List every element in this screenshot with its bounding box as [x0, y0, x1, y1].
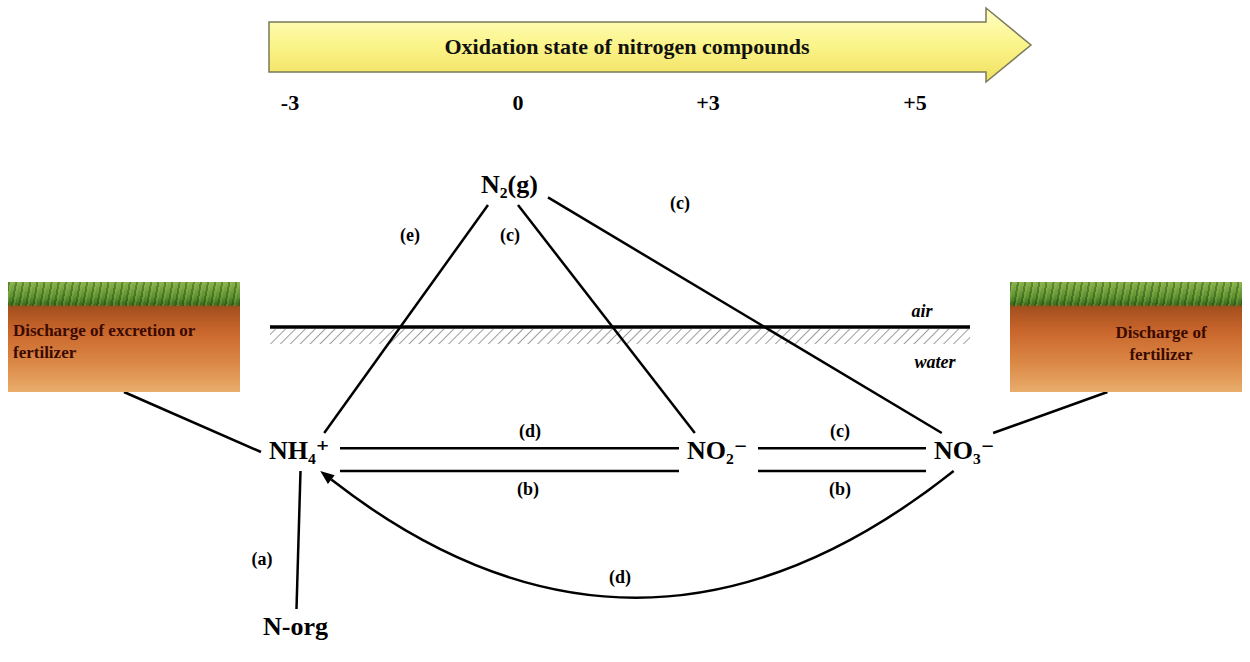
soil-picture: Discharge of excretion or fertilizer	[8, 282, 240, 392]
air-water-line	[270, 325, 970, 329]
process-letter: (c)	[828, 421, 852, 443]
process-letter: (b)	[827, 479, 853, 501]
oxidation-arrow: Oxidation state of nitrogen compounds	[268, 6, 1034, 84]
oxidation-value: +5	[903, 90, 927, 116]
compound-node: NH₄⁺	[261, 433, 340, 471]
compound-formula: NO₃⁻	[926, 433, 1003, 469]
process-letter: (c)	[668, 193, 692, 215]
arrow-line	[340, 470, 679, 473]
oxidation-value: 0	[513, 90, 524, 116]
flow-arrow	[758, 448, 926, 449]
process-letter: (c)	[498, 225, 522, 247]
oxidation-value: +3	[696, 90, 720, 116]
flow-arrow	[320, 471, 953, 598]
arrow-line	[324, 205, 488, 433]
arrow-head	[320, 471, 334, 484]
flow-arrow	[518, 205, 695, 433]
discharge-text: Discharge of fertilizer	[1086, 322, 1236, 366]
soil-picture: Discharge of fertilizer	[1010, 282, 1242, 392]
discharge-text: Discharge of excretion or fertilizer	[13, 320, 218, 364]
arrow-line	[297, 471, 301, 609]
medium-label: air	[911, 301, 932, 322]
flow-arrow	[324, 205, 488, 433]
flow-arrow	[340, 471, 679, 472]
arrow-line	[548, 197, 942, 433]
compound-formula: NO₂⁻	[679, 433, 756, 469]
compound-node: NO₂⁻	[679, 433, 758, 471]
process-letter: (b)	[515, 479, 541, 501]
compound-formula: NH₄⁺	[261, 433, 338, 469]
flow-arrow	[758, 471, 926, 472]
arrow-line	[518, 205, 695, 433]
flow-arrow	[297, 471, 301, 609]
arrow-line	[331, 471, 953, 598]
flow-arrow	[548, 197, 942, 433]
compound-node: N₂(g)	[473, 167, 548, 205]
oxidation-value: -3	[281, 90, 299, 116]
arrow-line	[993, 392, 1107, 433]
arrow-line	[758, 447, 926, 450]
process-letter: (a)	[250, 549, 275, 571]
flow-arrow	[340, 448, 679, 449]
arrow-line	[340, 447, 679, 450]
arrow-line	[124, 392, 261, 452]
medium-label: water	[914, 352, 955, 373]
arrow-title: Oxidation state of nitrogen compounds	[268, 22, 986, 72]
process-letter: (d)	[607, 567, 633, 589]
compound-formula: N-org	[255, 609, 336, 645]
flow-arrow	[124, 392, 261, 452]
process-letter: (e)	[398, 225, 422, 247]
compound-node: NO₃⁻	[926, 433, 1005, 471]
compound-node: N-org	[255, 609, 338, 647]
flow-arrow	[993, 392, 1107, 433]
process-letter: (d)	[517, 421, 543, 443]
compound-formula: N₂(g)	[473, 167, 546, 203]
arrow-line	[758, 470, 926, 473]
